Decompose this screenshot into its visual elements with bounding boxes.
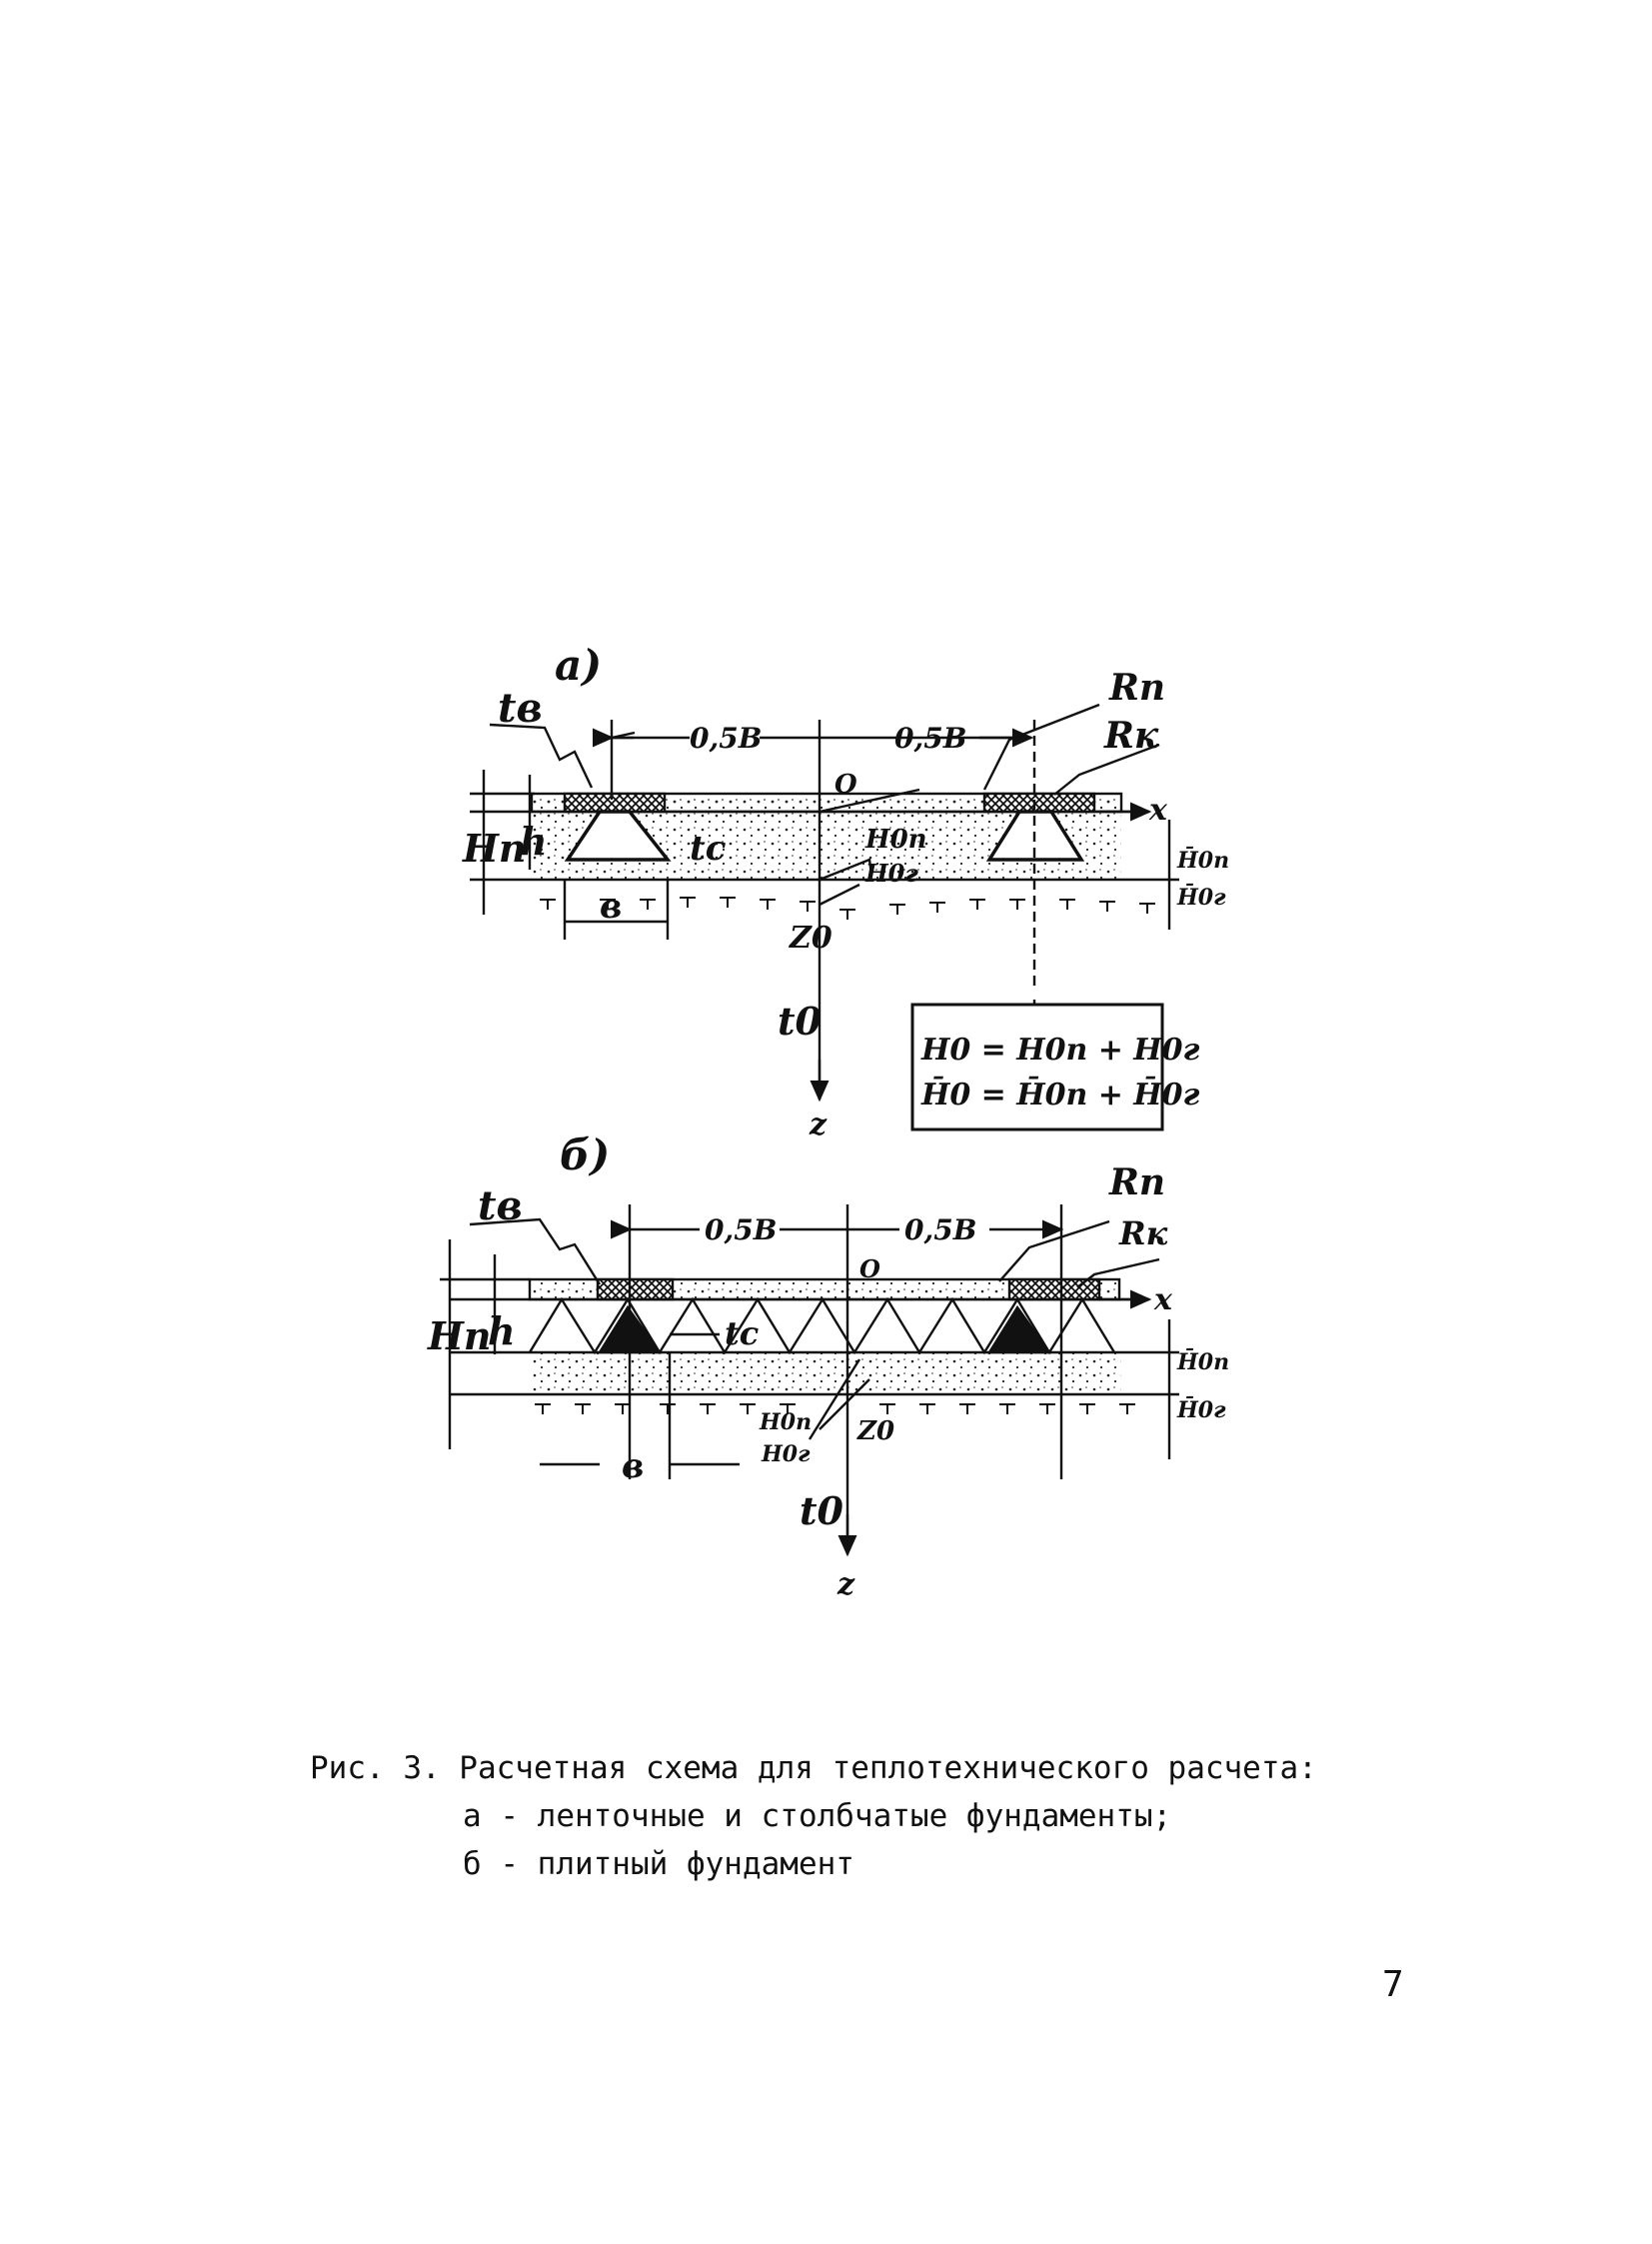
panel-label-b: б): [560, 1130, 610, 1179]
label-t-v-b: tв: [478, 1182, 523, 1229]
label-z-axis-b: z: [836, 1567, 855, 1602]
label-z-axis-a: z: [809, 1108, 827, 1142]
wall-left-a: [563, 792, 667, 814]
label-x-axis-b: x: [1153, 1282, 1173, 1317]
label-h0-bar-g-b: H̄0г: [1176, 1395, 1226, 1423]
panel-label-a: а): [555, 641, 602, 690]
label-h0-g-b: H0г: [761, 1441, 811, 1467]
label-t-c-b: tc: [725, 1314, 759, 1352]
backfill-layer-b: [532, 1352, 1121, 1394]
caption-line-3: б - плитный фундамент: [463, 1846, 854, 1882]
rib-solid-right-b: [986, 1304, 1052, 1354]
formula-line-1: H0 = H0п + H0г: [920, 1033, 1200, 1068]
frozen-ground-ticks-b: [535, 1403, 1135, 1414]
label-r-p-b: Rп: [1108, 1161, 1165, 1203]
caption-line-2: а - ленточные и столбчатые фундаменты;: [463, 1798, 1172, 1834]
label-t0-b: t0: [800, 1488, 844, 1533]
label-h-b: h: [488, 1308, 516, 1353]
label-h-n-b: Hп: [427, 1313, 492, 1358]
wall-right-a: [982, 792, 1096, 814]
page-number: 7: [1382, 1964, 1404, 2005]
label-h0-n-b: H0п: [759, 1409, 812, 1435]
label-r-k-a: Rк: [1103, 715, 1159, 757]
wall-left-b: [596, 1277, 675, 1301]
label-h0-n-a: H0п: [864, 825, 927, 855]
figure-a-labels: а) tв 0,5B 0,5B Rп Rк O x Hп h tc в H0п …: [462, 641, 1229, 1142]
label-z0-b: Z0: [856, 1416, 894, 1446]
label-r-k-b: Rк: [1118, 1214, 1168, 1252]
label-z0-a: Z0: [789, 921, 832, 956]
label-h0-bar-n-b: H̄0п: [1176, 1347, 1229, 1375]
label-b-a: в: [600, 887, 622, 927]
figure-caption: Рис. 3. Расчетная схема для теплотехниче…: [310, 1744, 1409, 1888]
label-h0-bar-n-a: H̄0п: [1176, 846, 1229, 874]
figure-b-labels: б) tв 0,5B 0,5B Rп Rк O x Hп h tc в H0п …: [427, 1130, 1229, 1602]
formula-box: [910, 1003, 1164, 1131]
slab-ribs-b: [528, 1296, 1116, 1355]
figure-a: [470, 703, 1179, 1131]
label-r-p-a: Rп: [1108, 667, 1165, 709]
label-h0-g-a: H0г: [864, 859, 918, 888]
label-x-axis-a: x: [1148, 793, 1168, 828]
label-t-c-a: tc: [690, 829, 727, 869]
figure-b: [440, 1204, 1179, 1557]
label-h0-bar-g-a: H̄0г: [1176, 883, 1226, 911]
formula-line-2: H̄0 = H̄0п + H̄0г: [920, 1077, 1200, 1113]
label-t0-a: t0: [778, 999, 823, 1044]
frozen-ground-ticks-a: [540, 897, 1155, 920]
label-t-v-a: tв: [498, 685, 543, 732]
caption-line-1: Рис. 3. Расчетная схема для теплотехниче…: [310, 1750, 1317, 1786]
dim-half-b-left-a: 0,5B: [690, 722, 762, 755]
label-h-n-a: Hп: [462, 826, 527, 871]
dim-half-b-right-b: 0,5B: [904, 1213, 976, 1246]
label-b-b: в: [622, 1446, 644, 1486]
label-origin-a: O: [834, 770, 857, 800]
dim-half-b-left-b: 0,5B: [705, 1213, 777, 1246]
label-origin-b: O: [859, 1254, 880, 1283]
label-h-a: h: [520, 819, 548, 864]
dim-half-b-right-a: 0,5B: [894, 722, 966, 755]
